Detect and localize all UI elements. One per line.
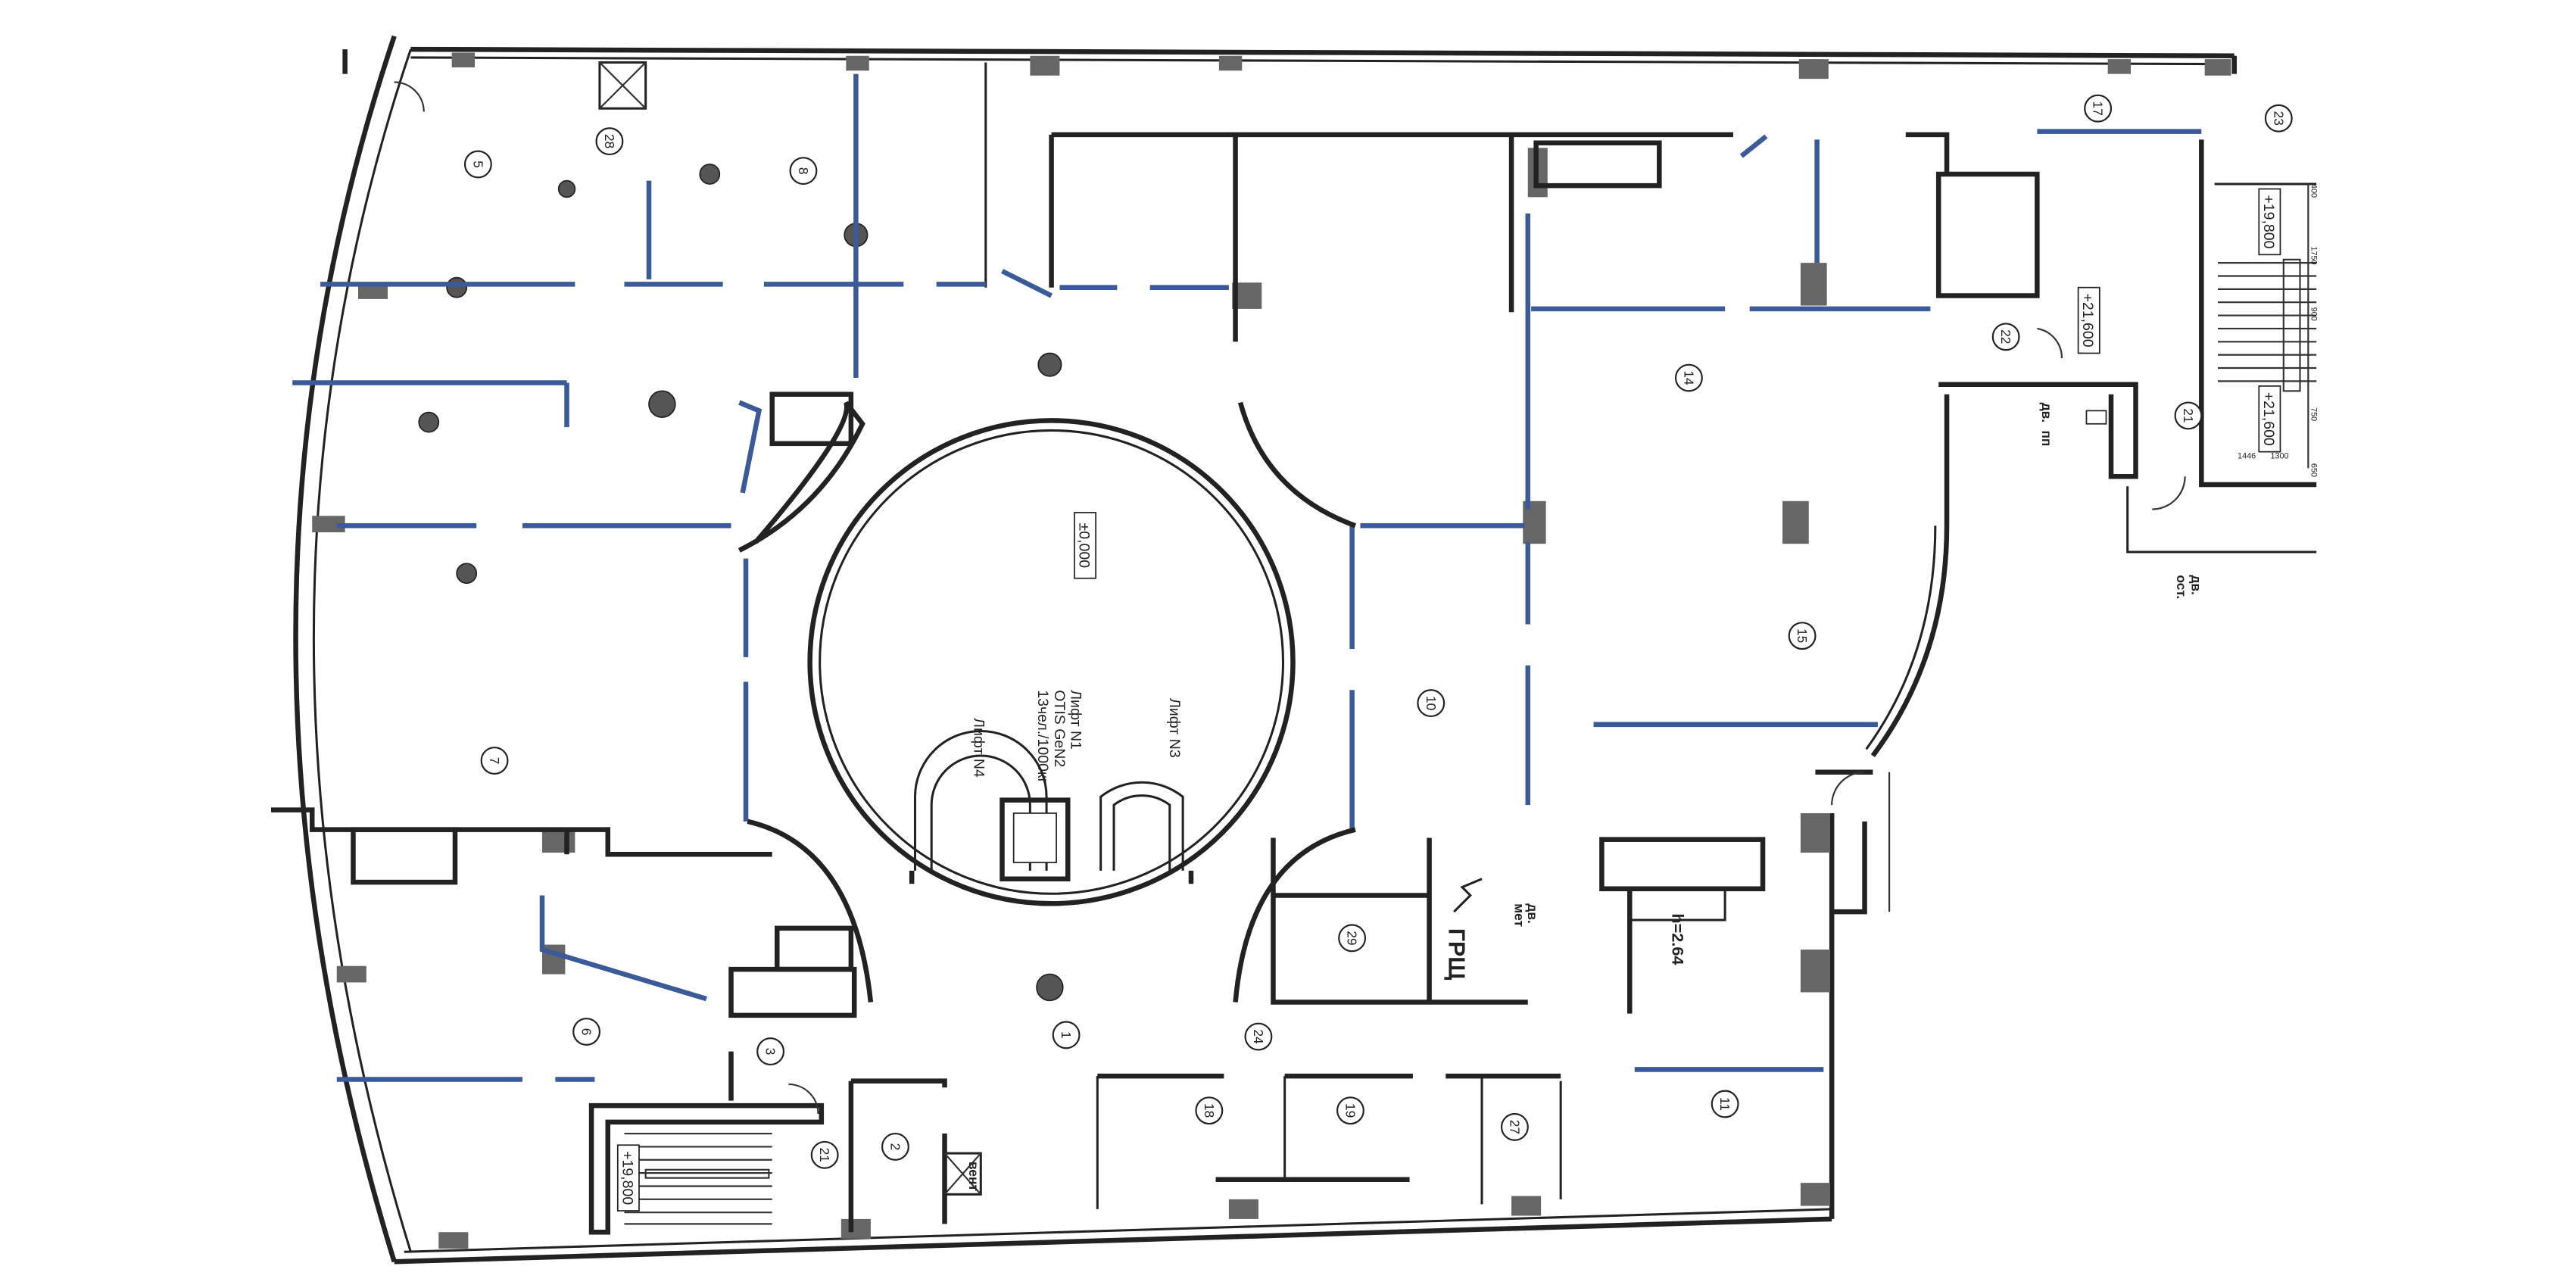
room-markers: 5 28 8 7 6 3 21 2 1 18 19 27 11 24 29 10… [463,94,2293,1169]
dimension-label: 1300 [2270,451,2288,460]
room-number: 23 [2271,111,2286,126]
level-mark-center: ±0,000 [1075,523,1092,569]
fire-door-label-1: дв. [2039,403,2054,423]
level-mark-stair-right-top: +19,800 [2260,195,2277,248]
room-number: 10 [1424,696,1439,710]
room-marker: 1 [1052,1021,1081,1049]
glass-partitions [292,73,2202,1082]
lift-1-label: Лифт N1 [1068,690,1084,750]
shafts [351,61,2107,1196]
height-label: h=2.64 [1669,913,1688,965]
room-marker: 18 [1195,1096,1224,1125]
room-number: 8 [796,167,811,175]
lift-1-model: OTIS GeN2 [1051,690,1068,767]
room-number: 17 [2091,101,2106,116]
doors [394,81,2186,1115]
room-number: 3 [763,1048,778,1056]
room-marker: 8 [789,157,818,186]
vent-label: вент [966,1162,981,1192]
room-number: 15 [1795,628,1810,643]
room-marker: 3 [756,1037,785,1066]
outer-walls [293,35,2237,1265]
glass-door-label-2: ост. [2174,575,2189,599]
lifts [913,729,1184,882]
room-marker: 19 [1336,1096,1364,1125]
room-marker: 22 [1991,323,2020,351]
metal-door-label-2: мет [1511,903,1527,927]
room-number: 21 [817,1148,832,1162]
room-marker: 23 [2264,104,2293,133]
level-mark-stair-right-bottom: +21,600 [2260,392,2277,446]
room-number: 14 [1681,370,1696,385]
room-marker: 10 [1417,689,1445,718]
room-number: 11 [1717,1097,1732,1111]
stairs [624,184,2317,1225]
room-marker: 14 [1674,363,1703,392]
dimension-label: 400 [2309,184,2319,198]
room-marker: 29 [1338,924,1367,953]
dimensions: 1446 1300 400 1750 900 750 650 [2238,184,2319,477]
level-mark-lobby: +21,600 [2079,294,2096,348]
dimension-label: 750 [2309,407,2319,421]
room-marker: 28 [595,127,624,156]
room-number: 1 [1059,1031,1074,1039]
room-marker: 5 [463,150,492,179]
room-number: 6 [579,1028,594,1036]
atrium [738,401,1357,1003]
lift-labels: Лифт N1 OTIS GeN2 13чел./1000кг Лифт N3 … [971,690,1183,783]
dimension-label: 900 [2309,307,2319,321]
level-mark-stair-left: +19,800 [619,1151,635,1205]
dimension-label: 650 [2309,463,2319,477]
dimension-label: 1750 [2309,246,2319,264]
room-number: 28 [602,134,617,148]
room-marker: 27 [1500,1112,1529,1141]
glass-door-label-1: дв. [2188,575,2203,595]
room-marker: 24 [1244,1022,1273,1051]
lightning-icon [1453,878,1483,913]
level-marks: ±0,000 +19,800 +19,800 +21,600 +21,600 [616,188,2281,1212]
room-marker: 7 [480,747,509,775]
fire-door-label-2: пп [2039,430,2054,446]
room-number: 29 [1345,931,1360,945]
metal-door-label-1: дв. [1525,903,1540,924]
room-number: 21 [2181,408,2196,423]
room-number: 27 [1507,1120,1522,1134]
lift-3-label: Лифт N3 [1166,698,1183,758]
room-number: 18 [1202,1103,1217,1118]
room-number: 2 [887,1143,903,1151]
dimension-label: 1446 [2238,451,2256,460]
room-marker: 21 [2174,401,2203,430]
lift-1-capacity: 13чел./1000кг [1034,690,1051,783]
room-marker: 2 [881,1132,909,1161]
room-marker: 6 [572,1018,601,1046]
room-number: 19 [1343,1103,1358,1118]
room-marker: 21 [810,1140,839,1169]
room-marker: 11 [1711,1090,1739,1118]
room-number: 24 [1251,1029,1266,1044]
room-marker: 17 [2084,94,2113,123]
annotations: ГРЩ дв. мет h=2.64 вент дв. пп дв. ост. [966,403,2203,1192]
switchboard-label: ГРЩ [1444,928,1469,980]
room-number: 22 [1998,329,2013,344]
room-number: 7 [487,757,502,765]
room-number: 5 [470,161,485,168]
interior-walls [270,62,2317,1235]
room-marker: 15 [1788,622,1817,650]
lift-4-label: Лифт N4 [971,718,987,778]
